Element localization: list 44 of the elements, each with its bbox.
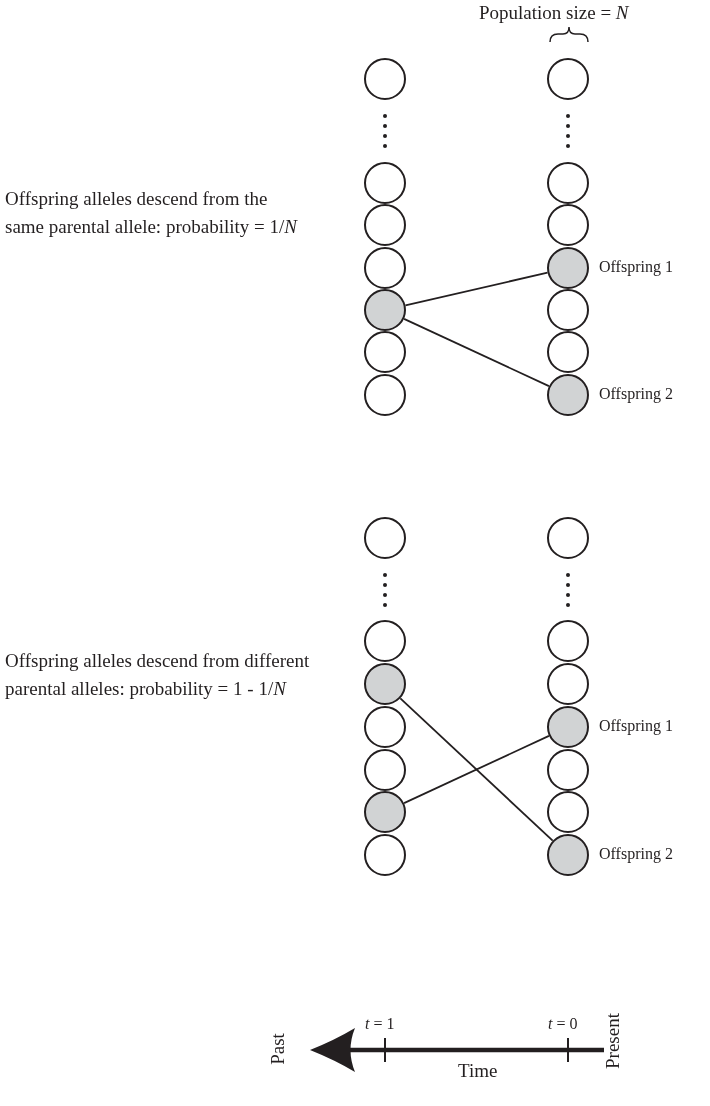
allele-circle	[547, 663, 589, 705]
allele-circle	[364, 834, 406, 876]
allele-circle	[547, 289, 589, 331]
description-text: Offspring alleles descend from the same parental allele: probability = 1/N	[5, 187, 299, 239]
tick-label: t = 1	[365, 1015, 395, 1033]
allele-circle	[547, 374, 589, 416]
allele-circle	[547, 162, 589, 204]
allele-circle	[547, 331, 589, 373]
offspring-label: Offspring 1	[599, 717, 673, 735]
allele-circle	[547, 834, 589, 876]
allele-circle	[364, 247, 406, 289]
axis-label: Time	[458, 1060, 498, 1082]
axis-end-label: Present	[601, 1013, 624, 1069]
axis-end-label: Past	[266, 1033, 289, 1065]
allele-circle	[364, 289, 406, 331]
allele-circle	[547, 58, 589, 100]
allele-circle	[547, 620, 589, 662]
allele-circle	[364, 374, 406, 416]
connector-line	[403, 734, 550, 805]
allele-circle	[364, 517, 406, 559]
allele-circle	[547, 791, 589, 833]
allele-circle	[364, 749, 406, 791]
tick-label: t = 0	[548, 1015, 578, 1033]
allele-circle	[364, 620, 406, 662]
offspring-label: Offspring 2	[599, 845, 673, 863]
connector-line	[404, 271, 549, 307]
allele-circle	[364, 706, 406, 748]
axis-title: Population size = N	[479, 2, 629, 24]
allele-circle	[547, 247, 589, 289]
allele-circle	[364, 162, 406, 204]
offspring-label: Offspring 1	[599, 258, 673, 276]
allele-circle	[364, 58, 406, 100]
allele-circle	[547, 204, 589, 246]
connector-line	[403, 317, 550, 388]
allele-circle	[364, 331, 406, 373]
allele-circle	[364, 204, 406, 246]
allele-circle	[364, 791, 406, 833]
allele-circle	[364, 663, 406, 705]
connector-line	[399, 697, 554, 842]
allele-circle	[547, 749, 589, 791]
allele-circle	[547, 706, 589, 748]
allele-circle	[547, 517, 589, 559]
description-text: Offspring alleles descend from different parental alleles: probability = 1 - 1/N	[5, 649, 310, 701]
offspring-label: Offspring 2	[599, 385, 673, 403]
